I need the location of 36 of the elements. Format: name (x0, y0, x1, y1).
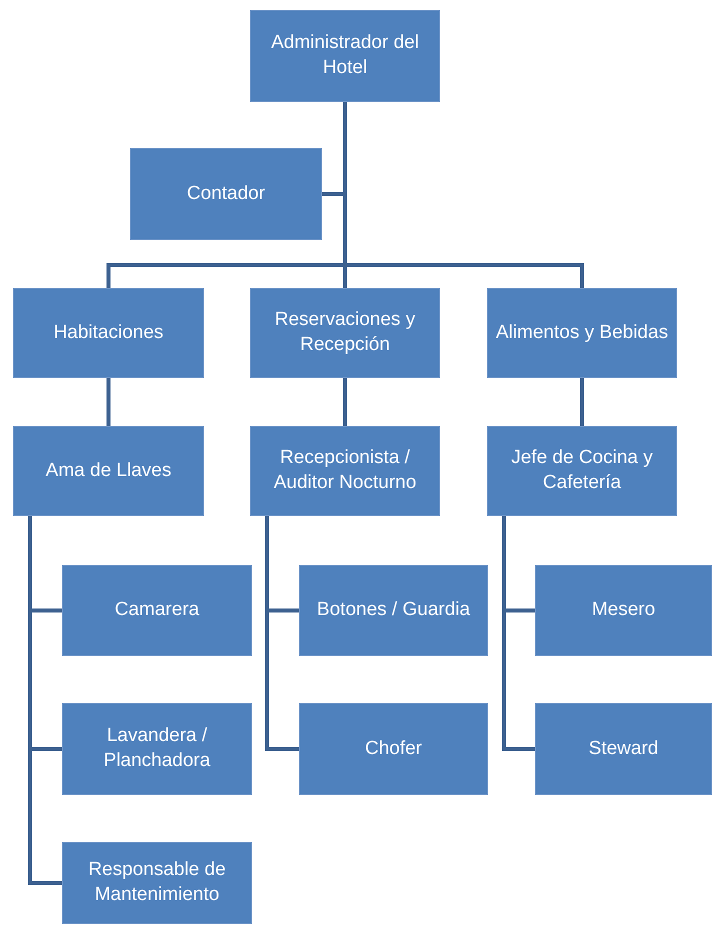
role-box (299, 703, 488, 795)
role-title: Ama de Llaves (46, 458, 172, 483)
role-title: Habitaciones (54, 320, 164, 345)
role-title: Chofer (364, 736, 422, 761)
role-box (250, 288, 440, 378)
role-title: Contador (186, 182, 266, 206)
role-box (535, 703, 712, 795)
role-title: Recepcionista / Auditor Nocturno (272, 446, 418, 495)
role-box (62, 842, 252, 924)
role-title: Administrador del Hotel (270, 31, 420, 80)
role-box (62, 565, 252, 656)
role-title: Jefe de Cocina y Cafetería (510, 446, 654, 495)
role-title: Reservaciones y Recepción (274, 308, 416, 357)
role-title: Lavandera / Planchadora (102, 724, 212, 773)
role-title: Mesero (592, 598, 656, 622)
role-title: Camarera (114, 598, 200, 622)
connector-line (265, 516, 299, 751)
connector-line (502, 516, 535, 751)
role-box (130, 148, 322, 240)
role-title: Alimentos y Bebidas (496, 320, 668, 345)
connector-line (28, 516, 62, 885)
role-box (487, 288, 677, 378)
role-box (13, 426, 204, 516)
role-title: Steward (588, 736, 658, 761)
role-box (250, 426, 440, 516)
connector-line (106, 378, 110, 426)
connector-line (580, 378, 584, 426)
role-title: Responsable de Mantenimiento (87, 858, 227, 907)
role-box (250, 10, 440, 102)
role-box (62, 703, 252, 795)
role-box (535, 565, 712, 656)
role-title: Botones / Guardia (316, 598, 470, 622)
role-box (299, 565, 488, 656)
role-box (13, 288, 204, 378)
connector-line (343, 378, 347, 426)
role-box (487, 426, 677, 516)
